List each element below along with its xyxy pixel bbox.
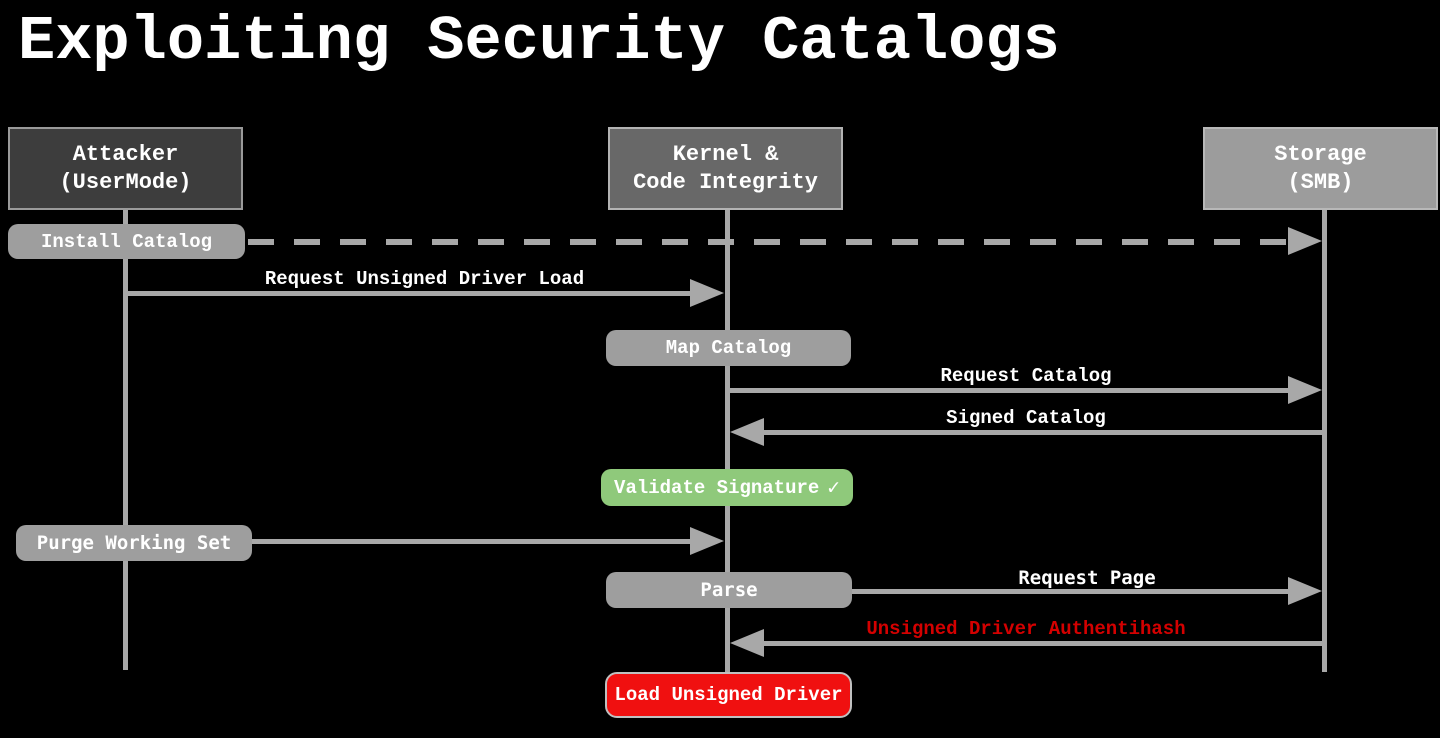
arrow-line [852,589,1288,594]
step-install-catalog: Install Catalog [8,224,245,259]
arrowhead-right-icon [1288,227,1322,255]
validate-signature-label: Validate Signature [614,476,820,499]
request-catalog-arrow [730,376,1322,404]
arrowhead-right-icon [690,527,724,555]
arrow-line [248,239,1288,245]
label-signed-catalog: Signed Catalog [946,407,1106,429]
actor-storage-smb: Storage (SMB) [1203,127,1438,210]
actor-kernel-sub: Code Integrity [633,169,818,195]
request-unsigned-driver-load-arrow [127,279,724,307]
actor-storage-sub: (SMB) [1287,169,1354,195]
install-catalog-dashed-arrow [248,227,1324,255]
request-page-arrow [852,577,1322,605]
arrow-line [127,291,690,296]
arrowhead-left-icon [730,629,764,657]
arrowhead-right-icon [690,279,724,307]
actor-kernel-code-integrity: Kernel & Code Integrity [608,127,843,210]
unsigned-driver-authentihash-arrow [730,629,1322,657]
page-title: Exploiting Security Catalogs [18,6,1060,77]
arrow-line [764,430,1322,435]
label-request-page: Request Page [1018,567,1156,589]
arrowhead-right-icon [1288,376,1322,404]
check-icon: ✓ [827,477,840,501]
arrow-line [730,388,1288,393]
step-purge-working-set: Purge Working Set [16,525,252,561]
arrow-line [252,539,690,544]
step-map-catalog: Map Catalog [606,330,851,366]
arrow-line [764,641,1322,646]
arrowhead-right-icon [1288,577,1322,605]
actor-attacker-name: Attacker [72,141,179,167]
lifeline-kernel [725,210,730,673]
label-request-unsigned-driver-load: Request Unsigned Driver Load [264,268,585,290]
step-validate-signature: Validate Signature ✓ [601,469,853,506]
label-request-catalog: Request Catalog [940,365,1112,387]
actor-attacker: Attacker (UserMode) [8,127,243,210]
purge-working-set-arrow [252,527,724,555]
lifeline-storage [1322,210,1327,672]
signed-catalog-arrow [730,418,1322,446]
arrowhead-left-icon [730,418,764,446]
actor-attacker-sub: (UserMode) [59,169,192,195]
step-parse: Parse [606,572,852,608]
step-load-unsigned-driver: Load Unsigned Driver [605,672,852,718]
actor-kernel-name: Kernel & [672,141,779,167]
actor-storage-name: Storage [1274,141,1367,167]
label-unsigned-driver-authentihash: Unsigned Driver Authentihash [866,618,1186,640]
lifeline-attacker [123,210,128,670]
